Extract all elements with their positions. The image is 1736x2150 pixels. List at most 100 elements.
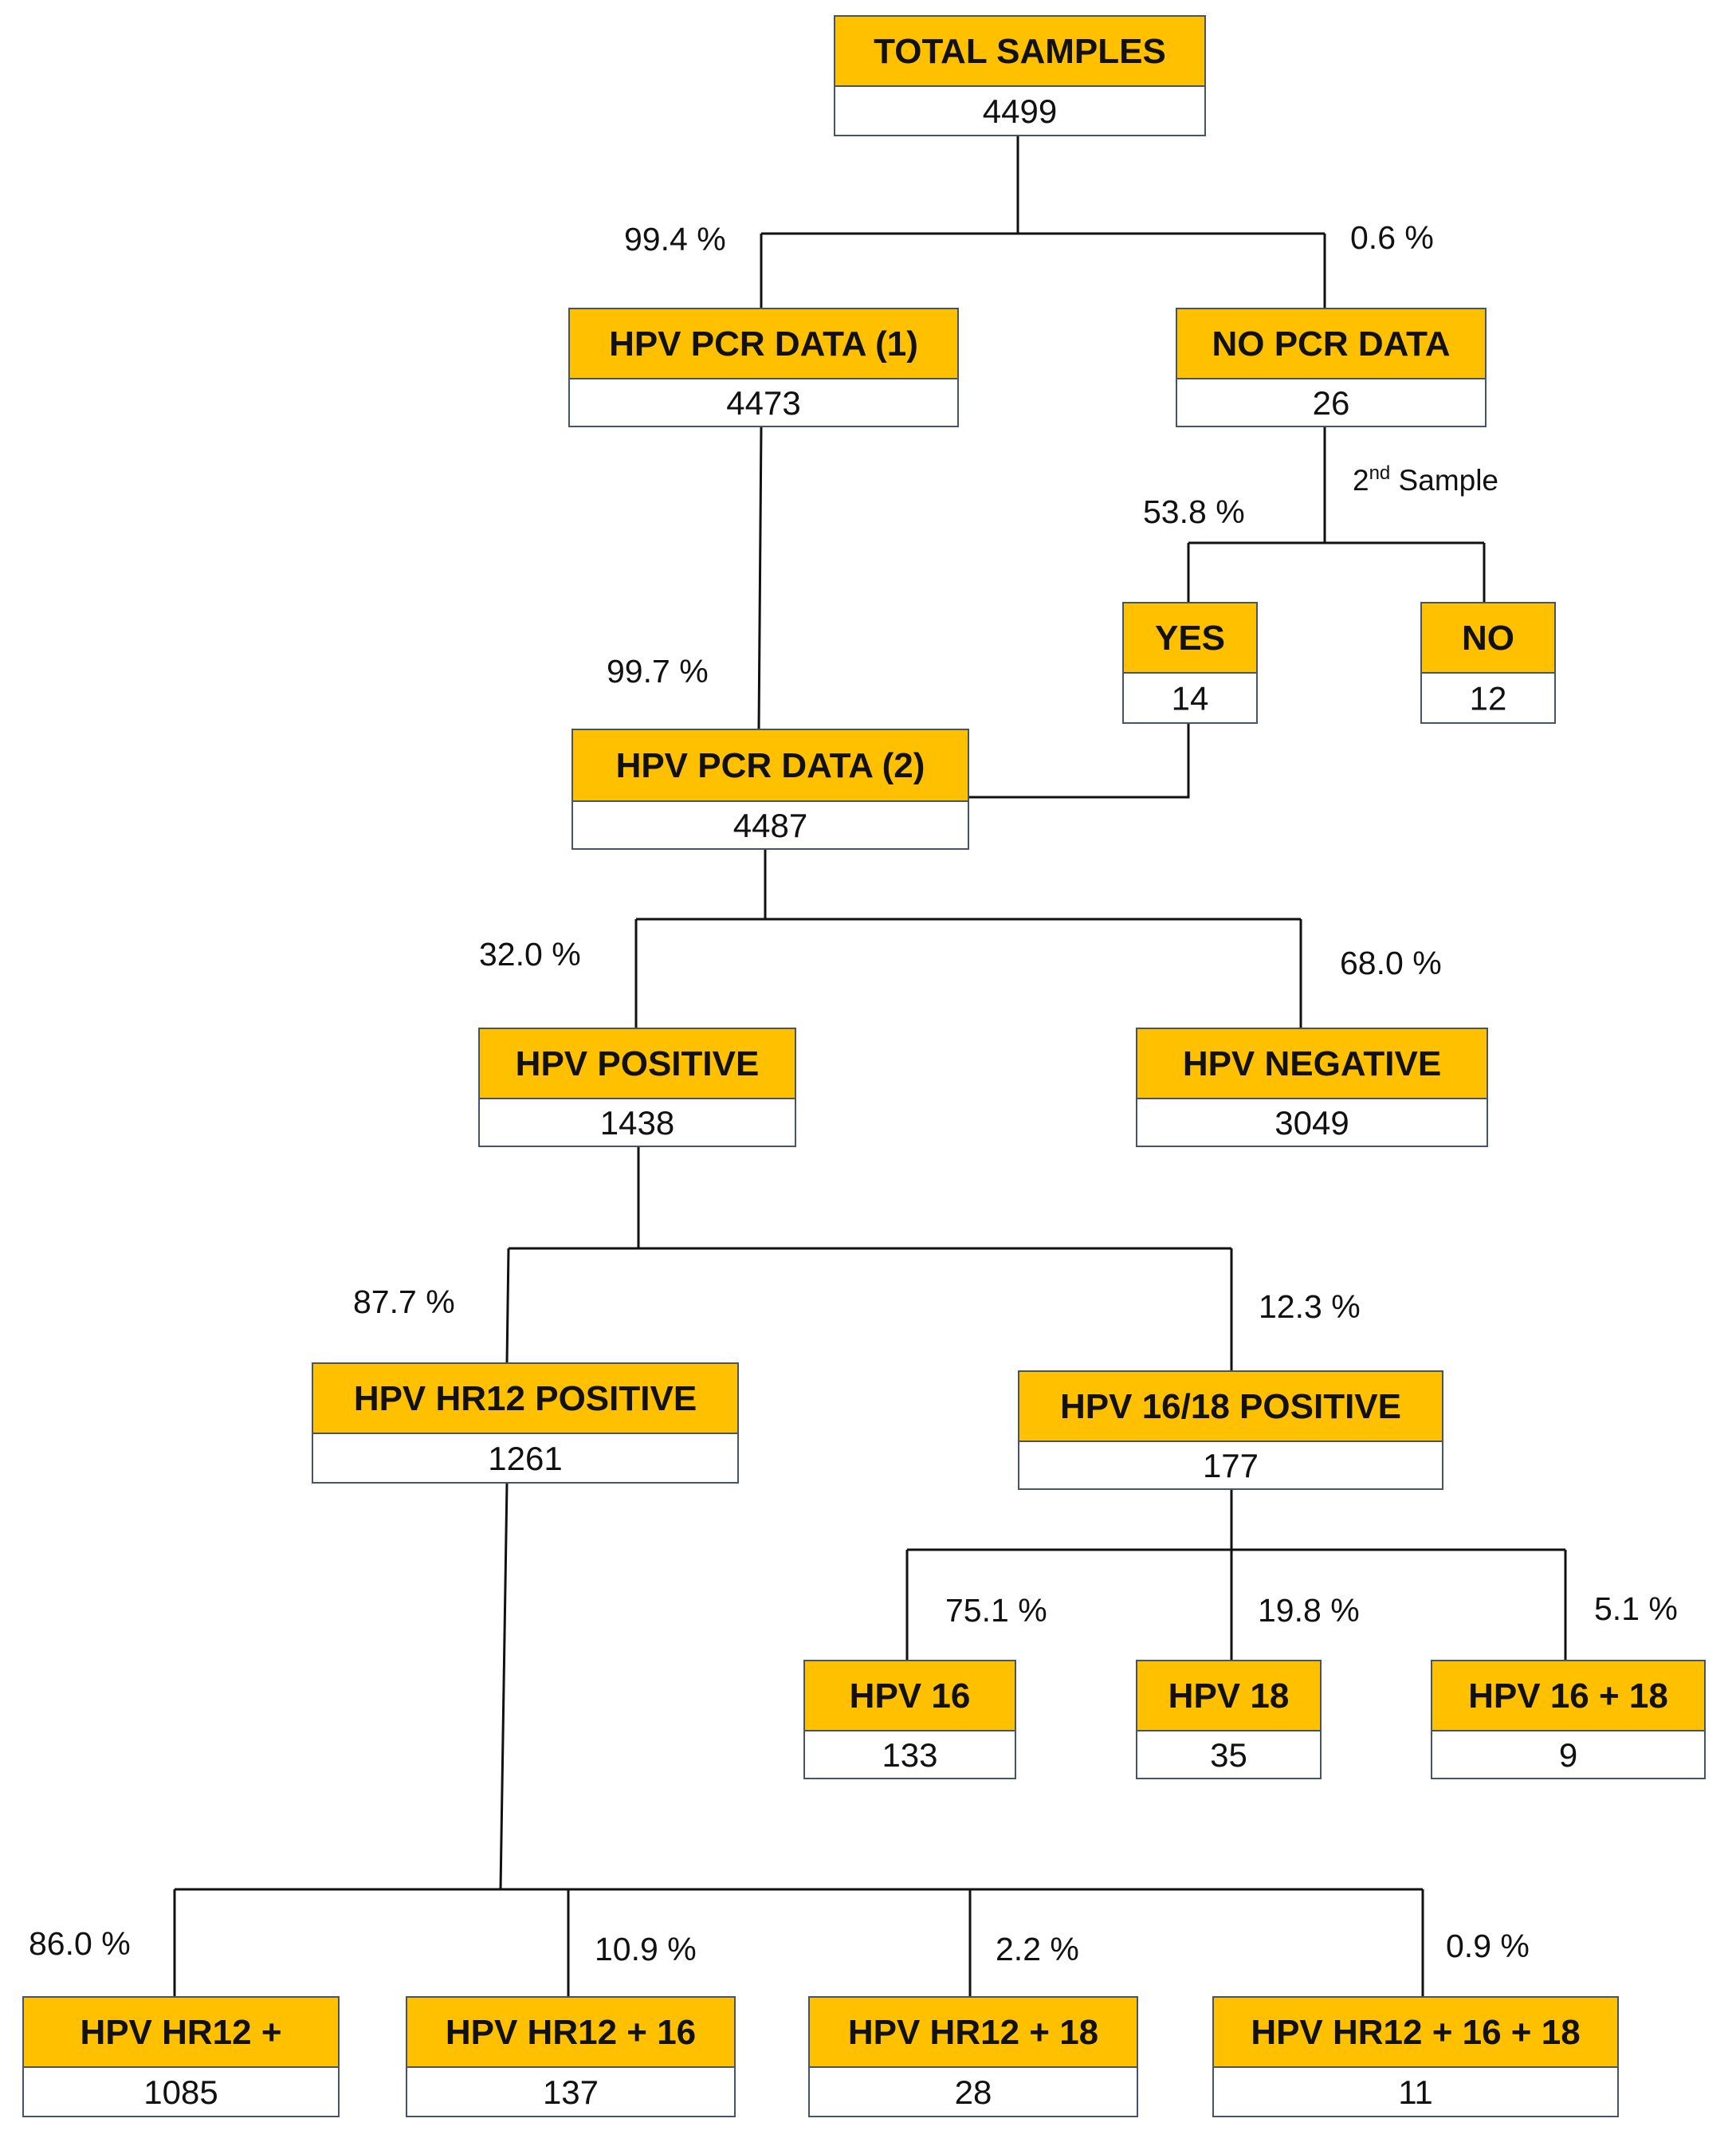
node-header xyxy=(1018,1370,1443,1442)
node-header xyxy=(1212,1996,1619,2068)
node-header xyxy=(1136,1660,1322,1731)
node-header xyxy=(1122,602,1258,674)
node-count: 177 xyxy=(1203,1447,1259,1484)
node-title: HPV POSITIVE xyxy=(516,1044,760,1083)
node-count: 137 xyxy=(543,2073,599,2111)
node-count: 133 xyxy=(882,1736,937,1774)
node-value-box xyxy=(1420,672,1556,724)
node-header xyxy=(406,1996,736,2068)
node-header xyxy=(312,1362,739,1434)
node-title: HPV PCR DATA (2) xyxy=(616,746,925,785)
node-yes: YES 14 xyxy=(1122,602,1258,724)
connectors xyxy=(173,136,1567,1997)
node-value-box xyxy=(568,378,959,427)
node-hr12: HPV HR12 +1085 xyxy=(22,1996,340,2117)
node-title: HPV HR12 POSITIVE xyxy=(354,1379,697,1418)
node-value-box xyxy=(1176,378,1487,427)
second-sample-suffix: nd xyxy=(1369,462,1391,484)
node-title: HPV NEGATIVE xyxy=(1183,1044,1441,1083)
pct-yes: 53.8 % xyxy=(1143,493,1245,530)
node-value-box xyxy=(1122,672,1258,724)
node-value-box xyxy=(1212,2066,1619,2117)
node-header xyxy=(803,1660,1016,1731)
node-count: 35 xyxy=(1210,1736,1247,1774)
node-value-box xyxy=(808,2066,1138,2117)
node-value-box xyxy=(22,2066,340,2117)
percentage-labels: 99.4 % 0.6 % 53.8 % 99.7 % 32.0 % 68.0 %… xyxy=(29,219,1678,1967)
pct-nopcr: 0.6 % xyxy=(1350,219,1434,256)
node-header xyxy=(834,15,1206,87)
pct-hr12-16: 10.9 % xyxy=(595,1931,697,1967)
node-hr12-16: HPV HR12 + 16 137 xyxy=(406,1996,736,2117)
node-header xyxy=(1136,1028,1488,1099)
node-header xyxy=(808,1996,1138,2068)
pct-negative: 68.0 % xyxy=(1340,945,1442,981)
node-value-box xyxy=(406,2066,736,2117)
node-title: TOTAL SAMPLES xyxy=(874,32,1166,71)
node-count: 11 xyxy=(1398,2073,1433,2111)
connector-nopcr-split xyxy=(1187,426,1486,603)
connector-1618-split xyxy=(905,1489,1567,1661)
node-title: HPV HR12 + 16 + 18 xyxy=(1251,2013,1580,2052)
node-hr12pos: HPV HR12 POSITIVE 1261 xyxy=(312,1362,739,1484)
node-negative: HPV NEGATIVE 3049 xyxy=(1136,1028,1488,1147)
connector-positive-split xyxy=(505,1146,1233,1371)
node-title: YES xyxy=(1155,619,1225,658)
pct-hpv18: 19.8 % xyxy=(1258,1592,1360,1629)
node-header xyxy=(478,1028,796,1099)
node-title: HPV HR12 + 16 xyxy=(446,2013,696,2052)
node-count: 28 xyxy=(955,2073,992,2111)
second-sample-ordinal: 2 xyxy=(1353,464,1369,497)
node-pcr1: HPV PCR DATA (1) 4473 xyxy=(568,308,959,427)
node-header xyxy=(1420,602,1556,674)
node-title: HPV PCR DATA (1) xyxy=(609,324,918,364)
second-sample-text: Sample xyxy=(1390,464,1498,497)
node-title: HPV 16 xyxy=(850,1676,971,1716)
connector-yes-pcr2 xyxy=(965,723,1190,799)
node-value-box xyxy=(1018,1441,1443,1490)
connector-pcr1-pcr2 xyxy=(757,426,763,730)
pct-pos1618: 12.3 % xyxy=(1259,1288,1361,1325)
node-value-box xyxy=(312,1433,739,1484)
connector-hr12-split xyxy=(173,1482,1424,1997)
pct-positive: 32.0 % xyxy=(479,936,581,973)
node-count: 1261 xyxy=(488,1440,562,1477)
node-header xyxy=(22,1996,340,2068)
connector-pcr2-split xyxy=(634,847,1302,1028)
pct-hr12-16-18: 0.9 % xyxy=(1446,1928,1530,1964)
node-count: 4487 xyxy=(733,807,807,844)
pct-hr12-18: 2.2 % xyxy=(996,1931,1079,1967)
pct-pcr2: 99.7 % xyxy=(607,653,709,690)
node-value-box xyxy=(1136,1098,1488,1147)
node-title: HPV HR12 + xyxy=(80,2013,281,2052)
node-value-box xyxy=(803,1730,1016,1779)
node-count: 3049 xyxy=(1275,1104,1349,1142)
node-value-box xyxy=(478,1098,796,1147)
node-hr12-18: HPV HR12 + 18 28 xyxy=(808,1996,1138,2117)
second-sample-note: 2nd Sample xyxy=(1353,462,1498,497)
node-pcr2: HPV PCR DATA (2) 4487 xyxy=(571,729,969,850)
node-hpv16-18: HPV 16 + 189 xyxy=(1431,1660,1706,1779)
node-header xyxy=(568,308,959,379)
node-value-box xyxy=(571,800,969,850)
node-count: 1438 xyxy=(600,1104,674,1142)
pct-hpv16-18: 5.1 % xyxy=(1594,1590,1678,1627)
node-value-box xyxy=(1431,1730,1706,1779)
connector-total-split xyxy=(760,136,1326,309)
pct-hr12pos: 87.7 % xyxy=(353,1283,455,1320)
node-count: 9 xyxy=(1559,1736,1577,1774)
node-value-box xyxy=(834,85,1206,136)
node-title: HPV 16/18 POSITIVE xyxy=(1060,1387,1401,1426)
pct-hpv16: 75.1 % xyxy=(945,1592,1047,1629)
node-title: HPV HR12 + 18 xyxy=(848,2013,1098,2052)
node-count: 4473 xyxy=(726,384,800,422)
node-count: 14 xyxy=(1172,680,1209,717)
node-header xyxy=(1176,308,1487,379)
node-hr12-16-18: HPV HR12 + 16 + 18 11 xyxy=(1212,1996,1619,2117)
